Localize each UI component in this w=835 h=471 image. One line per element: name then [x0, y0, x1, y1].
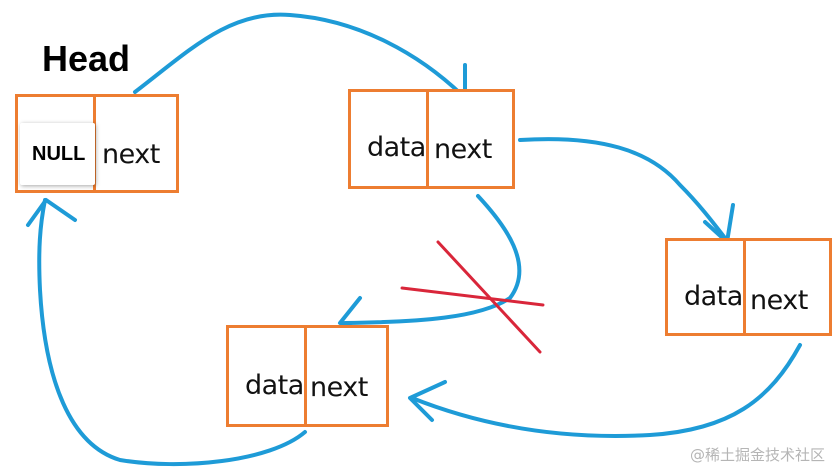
arrowhead-head: [26, 198, 77, 227]
arrowhead-node3: [703, 203, 735, 244]
arrow-node4-to-head: [37, 198, 307, 467]
arrow-head-to-node2: [133, 12, 464, 97]
node-3: data next: [665, 238, 832, 336]
node-data-label: data: [245, 370, 304, 401]
null-cell: NULL: [20, 123, 95, 185]
node-data-label: data: [684, 281, 743, 312]
node-next-label: next: [102, 139, 160, 170]
node-2: data next: [348, 89, 515, 189]
arrow-node2-to-node3: [518, 137, 727, 240]
node-divider: [304, 325, 307, 427]
node-next-label: next: [434, 134, 492, 165]
arrowhead-node4-right: [408, 380, 447, 422]
arrow-node2-to-node4: [343, 194, 522, 325]
watermark: @稀土掘金技术社区: [689, 446, 825, 464]
null-label: NULL: [32, 143, 86, 165]
arrow-node3-to-node4: [410, 343, 802, 438]
node-next-label: next: [310, 372, 368, 403]
node-4: data next: [226, 325, 389, 427]
node-next-label: next: [750, 285, 808, 316]
head-label: Head: [42, 38, 131, 79]
node-divider: [743, 238, 746, 336]
node-divider: [426, 89, 429, 189]
node-data-label: data: [367, 132, 426, 163]
cross-line-b: [400, 286, 545, 307]
